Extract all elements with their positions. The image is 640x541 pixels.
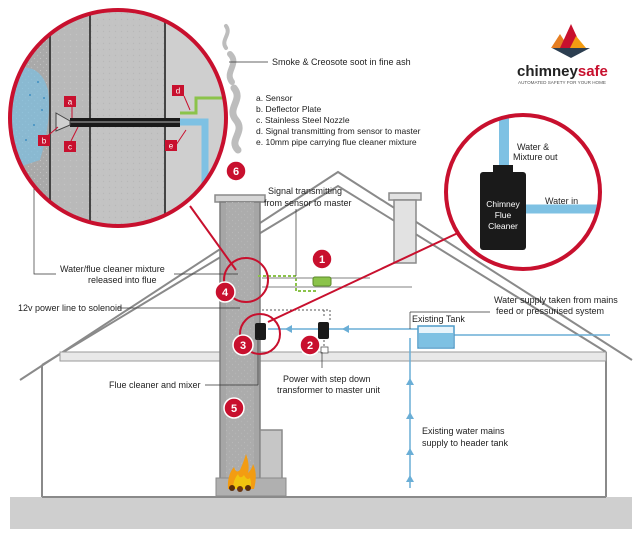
badge-6: 6 (225, 160, 247, 182)
logo-tagline: AUTOMATED SAFETY FOR YOUR HOME (518, 80, 606, 85)
badge-3: 3 (232, 334, 254, 356)
marker-e: e (165, 129, 187, 151)
zoom-out-label-2: Mixture out (513, 152, 558, 162)
label-power-2: transformer to master unit (277, 385, 381, 395)
legend-item-c: c. Stainless Steel Nozzle (256, 115, 350, 125)
zoom-connector-left (189, 205, 237, 271)
label-flue-cleaner: Flue cleaner and mixer (109, 380, 201, 390)
label-smoke: Smoke & Creosote soot in fine ash (272, 57, 411, 67)
label-mixture-2: released into flue (88, 275, 157, 285)
zoom-in-label: Water in (545, 196, 578, 206)
svg-text:e: e (169, 142, 174, 151)
solenoid-unit (318, 322, 329, 339)
flow-arrows (285, 325, 414, 482)
detail-zoom-right: Water & Mixture out Water in Chimney Flu… (444, 113, 602, 271)
marker-d: d (172, 85, 191, 111)
tank-water (419, 333, 453, 347)
svg-text:1: 1 (319, 254, 325, 266)
svg-text:4: 4 (222, 287, 229, 299)
svg-text:b: b (42, 137, 47, 146)
attic-floor (59, 351, 607, 362)
label-signal-1: Signal transmitting (268, 186, 342, 196)
power-socket (320, 346, 329, 354)
label-mains-2: supply to header tank (422, 438, 509, 448)
label-mixture-1: Water/flue cleaner mixture (60, 264, 165, 274)
legend-item-d: d. Signal transmitting from sensor to ma… (256, 126, 421, 136)
legend: a. Sensor b. Deflector Plate c. Stainles… (256, 93, 421, 147)
marker-a: a (64, 96, 76, 118)
unit-label-1: Chimney (486, 199, 520, 209)
label-mains-1: Existing water mains (422, 426, 505, 436)
fire-icon (227, 454, 256, 492)
signal-line (258, 275, 318, 292)
label-signal-2: from sensor to master (264, 198, 352, 208)
legend-item-e: e. 10mm pipe carrying flue cleaner mixtu… (256, 137, 417, 147)
ground (10, 497, 632, 529)
unit-label-3: Cleaner (488, 221, 518, 231)
badge-4: 4 (214, 281, 236, 303)
svg-text:2: 2 (307, 340, 313, 352)
svg-text:d: d (176, 87, 180, 96)
marker-b: b (38, 126, 59, 146)
detail-zoom-left (8, 8, 228, 228)
house-outline (19, 170, 633, 498)
svg-text:a: a (68, 98, 73, 107)
badge-5: 5 (223, 397, 245, 419)
chimneysafe-logo: chimneysafe AUTOMATED SAFETY FOR YOUR HO… (517, 24, 608, 85)
zoom-target-nozzle (223, 257, 269, 303)
zoom-connector-right (267, 231, 461, 323)
badge-2: 2 (299, 334, 321, 356)
smoke-icon (222, 24, 243, 154)
master-unit (312, 276, 332, 287)
label-existing-tank: Existing Tank (412, 314, 465, 324)
power-line (262, 309, 331, 322)
label-water-supply-1: Water supply taken from mains (494, 295, 618, 305)
label-water-supply-2: feed or pressurised system (496, 306, 604, 316)
legend-item-a: a. Sensor (256, 93, 293, 103)
flue-cleaner-unit (255, 323, 266, 340)
svg-text:5: 5 (231, 403, 237, 415)
label-power-1: Power with step down (283, 374, 371, 384)
marker-c: c (64, 126, 79, 152)
unit-label-2: Flue (495, 210, 512, 220)
detail-markers: a b c d e (38, 85, 191, 152)
badge-1: 1 (311, 248, 333, 270)
svg-text:3: 3 (240, 340, 246, 352)
zoom-out-label-1: Water & (517, 142, 549, 152)
zoom-target-cleaner (239, 313, 281, 355)
legend-item-b: b. Deflector Plate (256, 104, 321, 114)
label-power-line: 12v power line to solenoid (18, 303, 122, 313)
vent-stack (388, 192, 422, 264)
svg-text:6: 6 (233, 166, 239, 178)
svg-text:c: c (68, 143, 72, 152)
logo-wordmark: chimneysafe (517, 63, 608, 80)
